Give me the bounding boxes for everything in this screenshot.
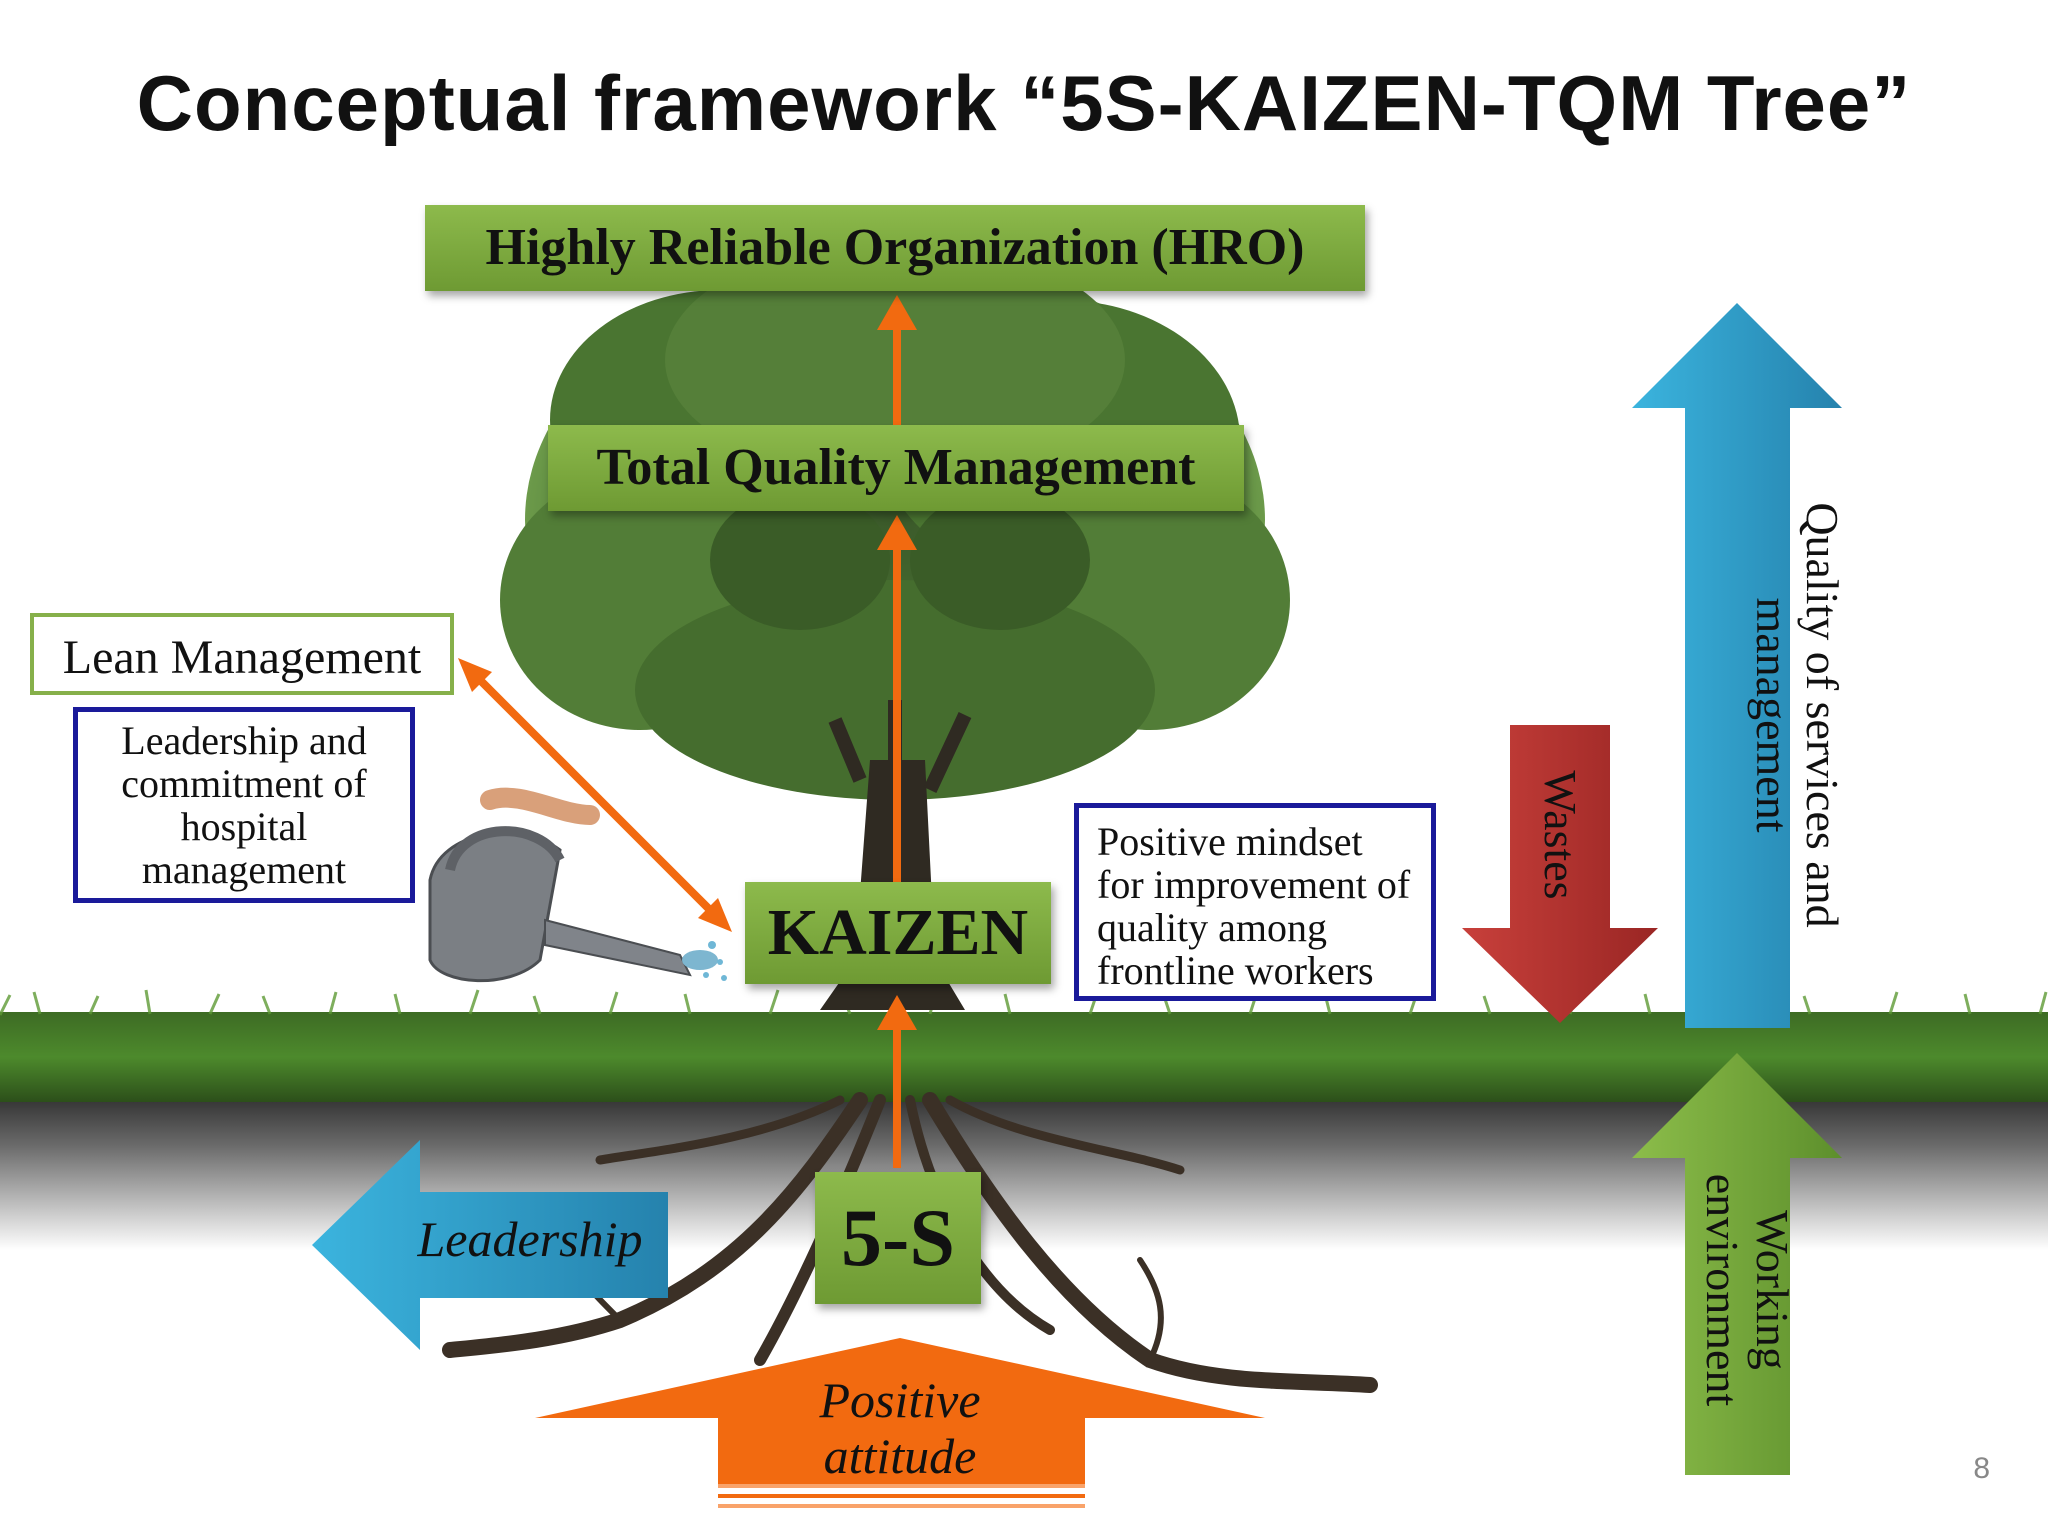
lean-management-label: Lean Management xyxy=(62,631,422,684)
positive-mindset-box: Positive mindset for improvement of qual… xyxy=(1074,803,1436,1001)
five-s-label: 5-S xyxy=(841,1192,955,1283)
tqm-label: Total Quality Management xyxy=(596,439,1196,496)
quality-label: Quality of services and management xyxy=(1747,502,1848,928)
lean-management-box: Lean Management xyxy=(30,613,454,695)
five-s-box: 5-S xyxy=(815,1172,981,1304)
leadership-arrow xyxy=(312,1140,668,1350)
leadership-arrow-label: Leadership xyxy=(417,1211,643,1267)
page-number: 8 xyxy=(1973,1452,1990,1485)
hro-label: Highly Reliable Organization (HRO) xyxy=(485,219,1305,276)
watering-can-icon xyxy=(428,787,727,983)
positive-attitude-arrow xyxy=(535,1338,1265,1488)
leadership-commitment-box: Leadership and commitment of hospital ma… xyxy=(73,707,415,903)
kaizen-label: KAIZEN xyxy=(767,896,1029,969)
wastes-arrow xyxy=(1462,725,1658,1023)
positive-mindset-label: Positive mindset for improvement of qual… xyxy=(1097,819,1411,993)
hro-box: Highly Reliable Organization (HRO) xyxy=(425,205,1365,291)
lean-kaizen-arrow xyxy=(458,658,732,932)
growth-arrows xyxy=(877,295,917,1168)
slide-title: Conceptual framework “5S-KAIZEN-TQM Tree… xyxy=(136,59,1912,147)
working-environment-arrow xyxy=(1632,1053,1842,1475)
leadership-commitment-label: Leadership and commitment of hospital ma… xyxy=(121,718,367,892)
working-environment-label: Working environment xyxy=(1697,1173,1798,1407)
quality-arrow xyxy=(1632,303,1842,1028)
positive-attitude-label: Positive attitude xyxy=(819,1372,981,1484)
tqm-box: Total Quality Management xyxy=(548,425,1244,511)
kaizen-box: KAIZEN xyxy=(745,882,1051,984)
wastes-label: Wastes xyxy=(1535,770,1586,900)
